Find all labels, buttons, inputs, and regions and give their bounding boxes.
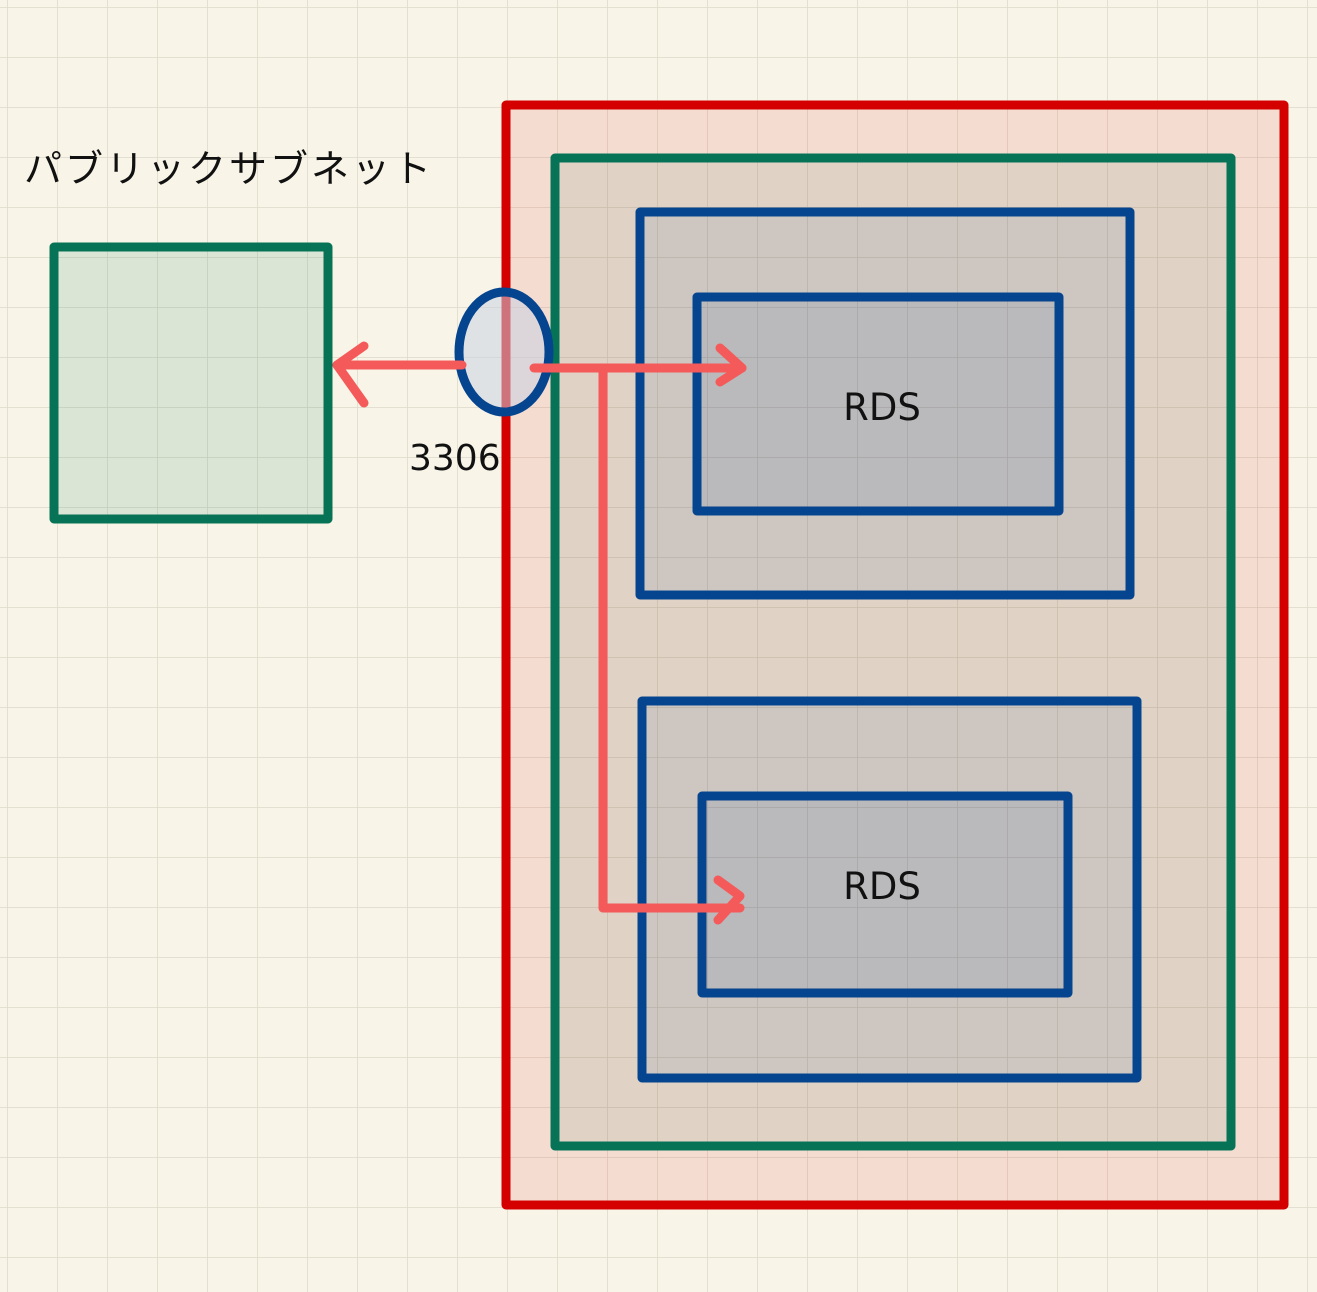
arrow-to-rds-bottom <box>598 363 745 925</box>
arrow-to-rds-top <box>529 343 747 387</box>
arrow-to-public-instance <box>332 341 467 408</box>
port-label: 3306 <box>409 438 501 479</box>
rds-instance-bottom[interactable] <box>697 791 1073 998</box>
availability-zone-top[interactable] <box>635 207 1135 600</box>
port-endpoint-ellipse[interactable] <box>454 287 554 417</box>
rds-bottom-label: RDS <box>843 865 921 908</box>
public-subnet-label: パブリックサブネット <box>24 147 434 191</box>
public-instance-box <box>49 242 333 524</box>
rds-instance-top[interactable] <box>692 292 1064 516</box>
private-subnet-boundary[interactable] <box>550 153 1236 1151</box>
rds-top-label: RDS <box>843 386 921 429</box>
